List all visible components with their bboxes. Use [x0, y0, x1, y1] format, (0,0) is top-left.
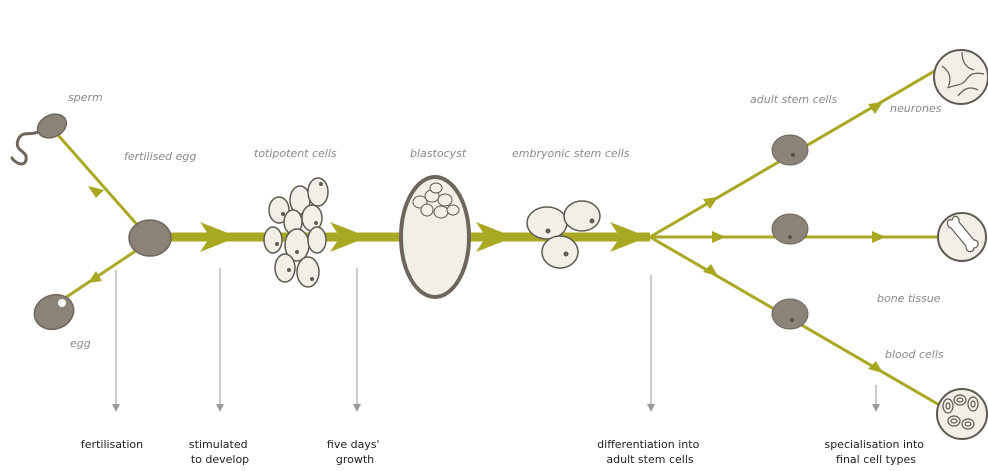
egg-cell — [29, 289, 78, 335]
flow-arrowhead-egg — [88, 271, 102, 283]
flow-arrowhead-sperm — [88, 186, 104, 198]
label-blastocyst: blastocyst — [410, 147, 467, 160]
label-totipotent-cells: totipotent cells — [254, 147, 337, 160]
flow-lines — [58, 62, 950, 410]
process-captions: fertilisation stimulated to develop five… — [81, 438, 928, 466]
flow-line-sperm — [58, 135, 140, 228]
label-embryonic-stem-cells: embryonic stem cells — [512, 147, 630, 160]
label-bone-tissue: bone tissue — [877, 292, 941, 305]
label-fertilised-egg: fertilised egg — [124, 150, 196, 163]
branch-arrowhead-mid-2 — [872, 231, 886, 243]
caption-differentiation: differentiation into adult stem cells — [597, 438, 703, 466]
adult-stem-cell-bottom — [772, 299, 808, 329]
label-adult-stem-cells: adult stem cells — [750, 93, 838, 106]
caption-five-days: five days' growth — [327, 438, 383, 466]
fertilised-egg-cell — [129, 220, 171, 256]
branch-arrowhead-top-1 — [703, 197, 718, 209]
sperm-tail — [12, 132, 38, 164]
egg-nucleus — [58, 299, 66, 307]
label-sperm: sperm — [68, 91, 103, 104]
totipotent-cell-cluster — [264, 178, 328, 287]
label-neurones: neurones — [890, 102, 942, 115]
stage-labels: sperm egg fertilised egg totipotent cell… — [68, 91, 944, 361]
caption-stimulated: stimulated to develop — [189, 438, 251, 466]
label-blood-cells: blood cells — [885, 348, 944, 361]
blood-cells-icon — [937, 389, 987, 439]
sperm-head — [34, 110, 70, 143]
caption-fertilisation: fertilisation — [81, 438, 143, 451]
caption-specialisation: specialisation into final cell types — [824, 438, 927, 466]
neurone-cell-icon — [934, 50, 988, 104]
branch-arrowhead-bot-1 — [703, 264, 718, 276]
label-egg: egg — [70, 337, 91, 350]
branch-arrowhead-mid-1 — [712, 231, 726, 243]
bone-cell-icon — [938, 213, 986, 261]
egg-body — [29, 289, 78, 335]
pointer-lines — [116, 268, 876, 408]
adult-stem-cell-top — [772, 135, 808, 165]
flow-line-egg — [62, 248, 140, 300]
branch-arrowhead-bot-2 — [868, 361, 883, 373]
adult-stem-cell-middle — [772, 214, 808, 244]
blastocyst-cell — [401, 177, 469, 297]
